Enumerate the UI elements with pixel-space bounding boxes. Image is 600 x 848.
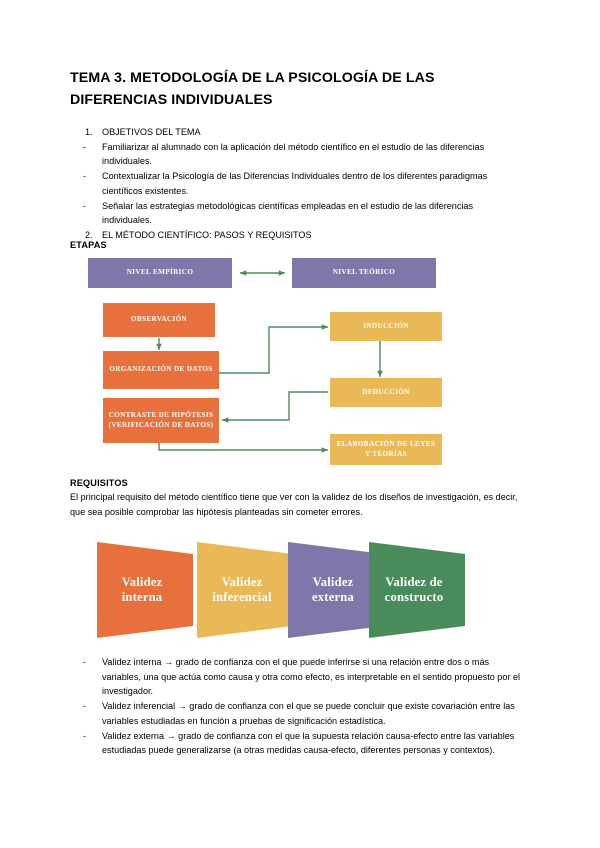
objectives-list: 1. OBJETIVOS DEL TEMA - Familiarizar al … [70, 125, 525, 243]
objectives-heading-label: OBJETIVOS DEL TEMA [102, 127, 201, 137]
objectives-item-marker: - [83, 141, 87, 152]
node-organizacion-datos: ORGANIZACIÓN DE DATOS [103, 351, 219, 389]
etapas-heading: ETAPAS [70, 240, 107, 250]
node-deduccion: DEDUCCIÓN [330, 378, 442, 407]
objectives-heading-number: 1. [85, 127, 93, 137]
definitions-list: - Validez interna → grado de confianza c… [70, 655, 530, 758]
definition-marker: - [83, 701, 87, 712]
definition-marker: - [83, 657, 87, 667]
method-heading-row: 2. EL MÉTODO CIENTÍFICO: PASOS Y REQUISI… [70, 228, 525, 243]
objectives-item-marker: - [83, 171, 87, 182]
objectives-item: - Señalar las estrategias metodológicas … [70, 199, 525, 228]
definition-item: - Validez inferencial → grado de confian… [70, 699, 530, 728]
node-induccion: INDUCCIÓN [330, 312, 442, 341]
trapezoid-icon [197, 542, 293, 638]
definition-text: Validez externa → grado de confianza con… [102, 730, 515, 756]
objectives-item-text: Familiarizar al alumnado con la aplicaci… [102, 141, 485, 167]
node-contraste-hipotesis: CONTRASTE DE HIPÓTESIS (VERIFICACIÓN DE … [103, 398, 219, 443]
objectives-heading-row: 1. OBJETIVOS DEL TEMA [70, 125, 525, 140]
node-elaboracion-leyes: ELABORACIÓN DE LEYES Y TEORÍAS [330, 434, 442, 465]
definition-text: Validez interna → grado de confianza con… [102, 657, 521, 697]
requisitos-paragraph: El principal requisito del método cientí… [70, 492, 518, 517]
definition-text: Validez inferencial → grado de confianza… [102, 701, 515, 726]
trapezoid-icon [369, 542, 465, 638]
node-nivel-empirico: NIVEL EMPÍRICO [88, 258, 232, 288]
objectives-item: - Contextualizar la Psicología de las Di… [70, 169, 525, 198]
trapezoid-icon [97, 542, 193, 638]
method-heading-number: 2. [85, 230, 93, 241]
definition-item: - Validez interna → grado de confianza c… [70, 655, 530, 699]
objectives-item-marker: - [83, 200, 87, 211]
definition-item: - Validez externa → grado de confianza c… [70, 729, 530, 758]
objectives-item: - Familiarizar al alumnado con la aplica… [70, 140, 525, 169]
node-observacion: OBSERVACIÓN [103, 303, 215, 337]
definition-marker: - [83, 730, 87, 741]
method-heading-label: EL MÉTODO CIENTÍFICO: PASOS Y REQUISITOS [102, 230, 312, 241]
trapezoid-icon [288, 542, 384, 638]
objectives-item-text: Señalar las estrategias metodológicas ci… [102, 200, 474, 226]
objectives-item-text: Contextualizar la Psicología de las Dife… [102, 171, 488, 196]
requisitos-heading: REQUISITOS [70, 478, 128, 488]
page-title: TEMA 3. METODOLOGÍA DE LA PSICOLOGÍA DE … [70, 70, 435, 108]
node-nivel-teorico: NIVEL TEÓRICO [292, 258, 436, 288]
